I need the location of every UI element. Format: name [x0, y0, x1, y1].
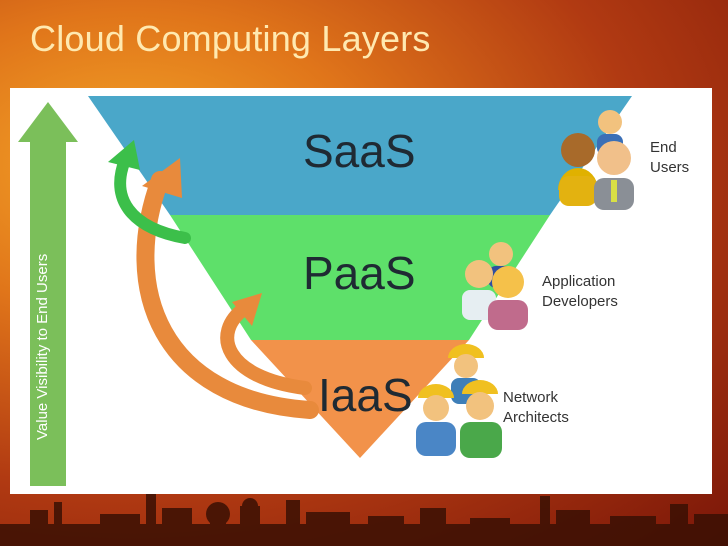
iaas-layer: [251, 340, 469, 458]
saas-label: SaaS: [303, 125, 416, 177]
role-app-developers: Application Developers: [542, 272, 618, 312]
network-architects-icon: [416, 344, 502, 458]
role-network-architects-line1: Network: [503, 389, 559, 406]
value-visibility-label: Value Visibility to End Users: [34, 253, 51, 440]
role-network-architects-line2: Architects: [503, 409, 569, 426]
role-app-developers-line2: Developers: [542, 293, 618, 310]
role-app-developers-line1: Application: [542, 273, 616, 290]
role-end-users-line2: Users: [650, 159, 690, 176]
role-end-users: End Users: [650, 138, 689, 178]
skyline-decoration: [0, 494, 728, 546]
paas-layer: [170, 215, 550, 340]
iaas-label: IaaS: [318, 369, 413, 421]
cloud-layers-diagram: [18, 96, 634, 486]
end-users-icon: [558, 110, 634, 210]
app-developers-icon: [462, 242, 528, 330]
slide-title: Cloud Computing Layers: [30, 18, 431, 59]
role-end-users-line1: End: [650, 139, 677, 156]
saas-layer: [88, 96, 632, 215]
paas-label: PaaS: [303, 247, 416, 299]
role-network-architects: Network Architects: [503, 388, 569, 428]
value-arrow-icon: [18, 102, 78, 486]
upgrade-arrows-icon: [108, 140, 319, 419]
